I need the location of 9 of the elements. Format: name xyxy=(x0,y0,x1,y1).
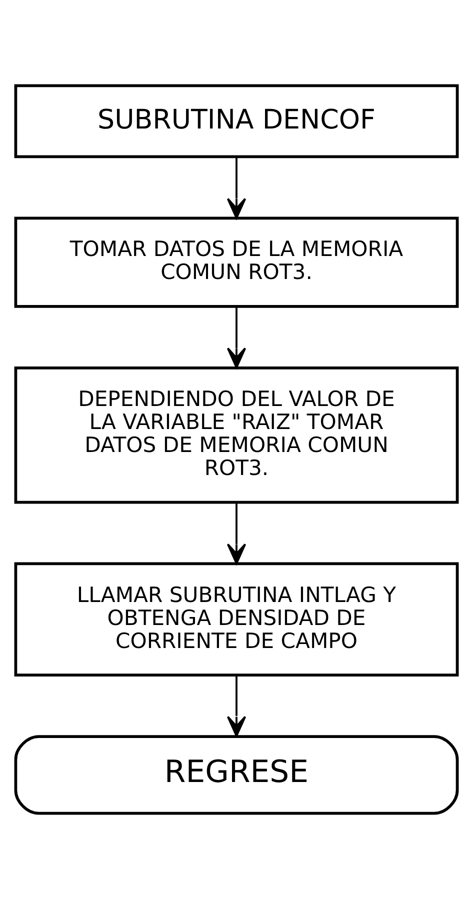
node-box: LLAMAR SUBRUTINA INTLAG Y OBTENGA DENSIDAD DE CORRIENTE DE CAMPO xyxy=(14,562,459,676)
arrow xyxy=(226,156,246,218)
node-box: REGRESE xyxy=(14,734,459,814)
node-box: TOMAR DATOS DE LA MEMORIA COMUN ROT3. xyxy=(14,216,459,308)
node-box: SUBRUTINA DENCOF xyxy=(14,84,459,158)
arrow xyxy=(226,502,246,564)
node-box: DEPENDIENDO DEL VALOR DE LA VARIABLE "RAIZ" TOMAR DATOS DE MEMORIA COMUN ROT3. xyxy=(14,366,459,504)
arrow xyxy=(226,674,246,736)
arrow xyxy=(226,306,246,368)
